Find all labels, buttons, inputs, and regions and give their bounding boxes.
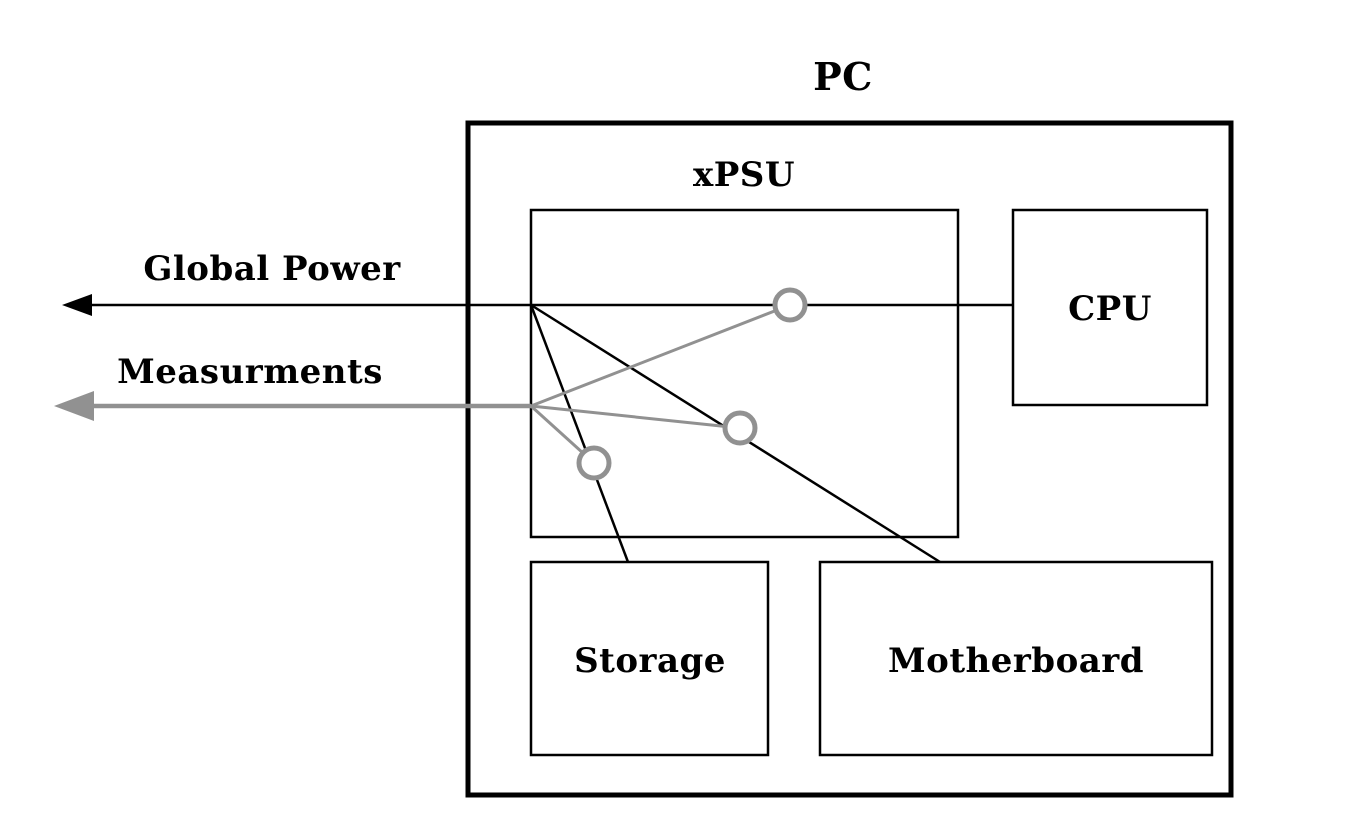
storage-label: Storage	[574, 641, 726, 681]
storage-power-sensor-icon	[576, 445, 612, 481]
motherboard-sensor-wire	[530, 404, 741, 430]
pc-title-label: PC	[813, 54, 873, 99]
cpu-power-sensor-icon	[772, 287, 808, 323]
cpu-box	[1011, 208, 1209, 407]
motherboard-box	[818, 560, 1214, 757]
xpsu-box	[529, 208, 960, 539]
storage-power-wire	[529, 304, 630, 563]
motherboard-label: Motherboard	[888, 641, 1144, 681]
storage-box	[529, 560, 770, 757]
xpsu-label: xPSU	[693, 155, 795, 195]
pc-box	[465, 120, 1234, 798]
motherboard-power-sensor-icon	[722, 410, 758, 446]
global-power-label: Global Power	[143, 249, 401, 289]
global-power-arrowhead-icon	[62, 294, 92, 316]
measurement-arrowhead-icon	[54, 391, 94, 421]
cpu-label: CPU	[1068, 289, 1152, 329]
cpu-sensor-wire	[530, 303, 791, 408]
measurements-label: Measurments	[117, 352, 383, 392]
